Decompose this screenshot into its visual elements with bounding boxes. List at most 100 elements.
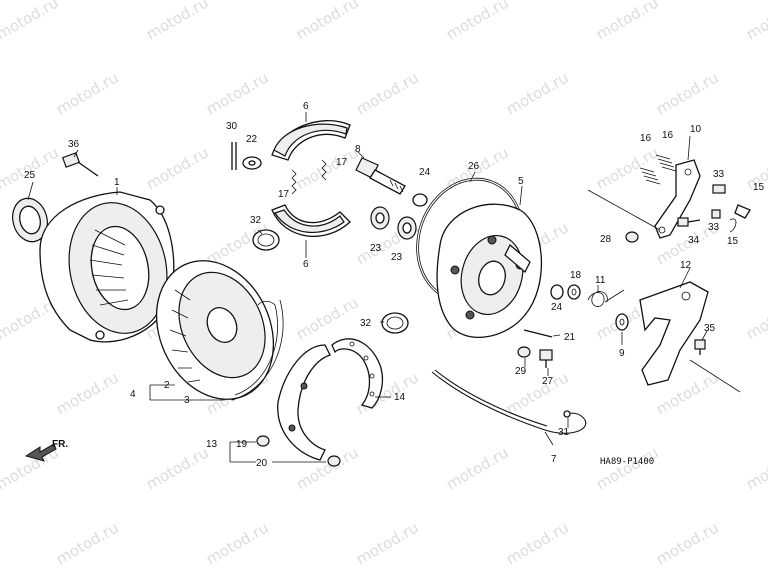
- callout-17-left: 17: [278, 189, 290, 200]
- brake-arm-part-10[interactable]: [654, 159, 701, 239]
- diagram-code: HA89-P1400: [600, 457, 654, 467]
- watermark-text-3: motod.ru: [443, 0, 512, 43]
- bracket-part-12[interactable]: [639, 281, 709, 386]
- callout-16-left: 16: [640, 133, 652, 144]
- callout-9: 9: [619, 348, 625, 359]
- seal-part-24-right[interactable]: [550, 284, 564, 300]
- brake-cam-part-8[interactable]: [355, 157, 406, 195]
- callout-8: 8: [355, 144, 361, 155]
- callout-12: 12: [680, 260, 692, 271]
- spring-part-17-left[interactable]: [291, 169, 297, 195]
- watermark-text-13: motod.ru: [293, 143, 362, 193]
- watermark-text-7: motod.ru: [203, 68, 272, 118]
- callout-11: 11: [595, 275, 606, 286]
- watermark-text-37: motod.ru: [593, 443, 662, 493]
- clamp-part-32-top[interactable]: [252, 229, 280, 251]
- watermark-text-4: motod.ru: [593, 0, 662, 43]
- bearing-part-25[interactable]: [8, 194, 52, 245]
- clip-part-31[interactable]: [563, 410, 571, 418]
- brake-cable-part-7[interactable]: [431, 369, 587, 434]
- callout-6-top: 6: [303, 101, 309, 112]
- watermark-text-10: motod.ru: [653, 68, 722, 118]
- watermark-text-5: motod.ru: [743, 0, 768, 43]
- screw-part-20[interactable]: [327, 455, 341, 467]
- watermark-text-24: motod.ru: [293, 293, 362, 343]
- bolt-part-36[interactable]: [61, 152, 99, 177]
- callout-15-right: 15: [753, 182, 765, 193]
- watermark-text-15: motod.ru: [593, 143, 662, 193]
- brake-housing-part-1[interactable]: [39, 191, 179, 343]
- watermark-text-1: motod.ru: [143, 0, 212, 43]
- callout-13: 13: [206, 439, 218, 450]
- callout-31: 31: [558, 427, 570, 438]
- callout-24-top: 24: [419, 167, 431, 178]
- watermark-text-12: motod.ru: [143, 143, 212, 193]
- callout-16-right: 16: [662, 130, 674, 141]
- callout-labels: 1 2 3 4 5 6 6 7 8 9 10 11 12 13 14 15 15…: [24, 101, 765, 469]
- clip-part-15-bottom[interactable]: [729, 218, 737, 233]
- callout-23-left: 23: [370, 243, 382, 254]
- watermark-text-30: motod.ru: [353, 368, 422, 418]
- callout-32-bottom: 32: [360, 318, 372, 329]
- callout-7: 7: [551, 454, 557, 465]
- leader-lines: [27, 112, 741, 463]
- bolt-part-27[interactable]: [539, 349, 553, 368]
- return-spring-part-11[interactable]: [587, 289, 625, 307]
- callout-20: 20: [256, 458, 268, 469]
- watermark-text-31: motod.ru: [503, 368, 572, 418]
- callout-4: 4: [130, 389, 136, 400]
- watermark-text-42: motod.ru: [503, 518, 572, 568]
- watermark-text-8: motod.ru: [353, 68, 422, 118]
- nut-part-29[interactable]: [517, 346, 531, 358]
- washer-part-18[interactable]: [567, 284, 581, 300]
- callout-36: 36: [68, 139, 80, 150]
- washer-part-22[interactable]: [242, 156, 262, 170]
- bolt-part-34[interactable]: [677, 217, 701, 227]
- needle-bearing-part-23-right[interactable]: [397, 216, 417, 240]
- callout-35: 35: [704, 323, 716, 334]
- callout-34: 34: [688, 235, 700, 246]
- screw-part-19[interactable]: [256, 435, 270, 447]
- watermark-text-11: motod.ru: [0, 143, 62, 193]
- pin-part-21[interactable]: [523, 329, 553, 338]
- cotter-pin-part-30[interactable]: [231, 142, 237, 170]
- watermark-text-27: motod.ru: [743, 293, 768, 343]
- watermark-text-2: motod.ru: [293, 0, 362, 43]
- nut-part-28[interactable]: [625, 231, 639, 243]
- callout-24-right: 24: [551, 302, 563, 313]
- callout-25: 25: [24, 170, 36, 181]
- callout-2: 2: [164, 380, 170, 391]
- callout-14: 14: [394, 392, 406, 403]
- pin-part-33-bottom[interactable]: [711, 209, 721, 219]
- watermark-text-43: motod.ru: [653, 518, 722, 568]
- callout-22: 22: [246, 134, 258, 145]
- dust-cover-part-13[interactable]: [277, 344, 331, 461]
- needle-bearing-part-23-left[interactable]: [370, 206, 390, 230]
- brake-drum-part-2[interactable]: [135, 242, 296, 419]
- seal-part-24-top[interactable]: [412, 193, 428, 207]
- callout-27: 27: [542, 376, 554, 387]
- watermark-text-40: motod.ru: [203, 518, 272, 568]
- rod-spring-part-16-left[interactable]: [639, 167, 661, 185]
- spring-part-17-right[interactable]: [321, 159, 327, 181]
- pin-part-33-top[interactable]: [712, 184, 726, 194]
- rod-spring-part-16-right[interactable]: [655, 154, 677, 172]
- brake-panel-part-5[interactable]: [436, 203, 542, 338]
- bolt-part-35[interactable]: [694, 339, 706, 355]
- callout-6-bottom: 6: [303, 259, 309, 270]
- watermark-text-9: motod.ru: [503, 68, 572, 118]
- clip-part-15-top[interactable]: [734, 204, 751, 219]
- clamp-part-32-bottom[interactable]: [381, 312, 409, 334]
- callout-29: 29: [515, 366, 527, 377]
- watermark-text-6: motod.ru: [53, 68, 122, 118]
- cover-part-14[interactable]: [331, 338, 384, 409]
- watermark-text-0: motod.ru: [0, 0, 62, 43]
- washer-part-9[interactable]: [615, 313, 629, 331]
- drum-seal-part-3[interactable]: [231, 299, 284, 401]
- direction-label: FR.: [52, 439, 68, 450]
- callout-30: 30: [226, 121, 238, 132]
- brake-shoe-upper-part-6[interactable]: [271, 120, 351, 161]
- brake-shoe-lower-part-6[interactable]: [271, 204, 351, 237]
